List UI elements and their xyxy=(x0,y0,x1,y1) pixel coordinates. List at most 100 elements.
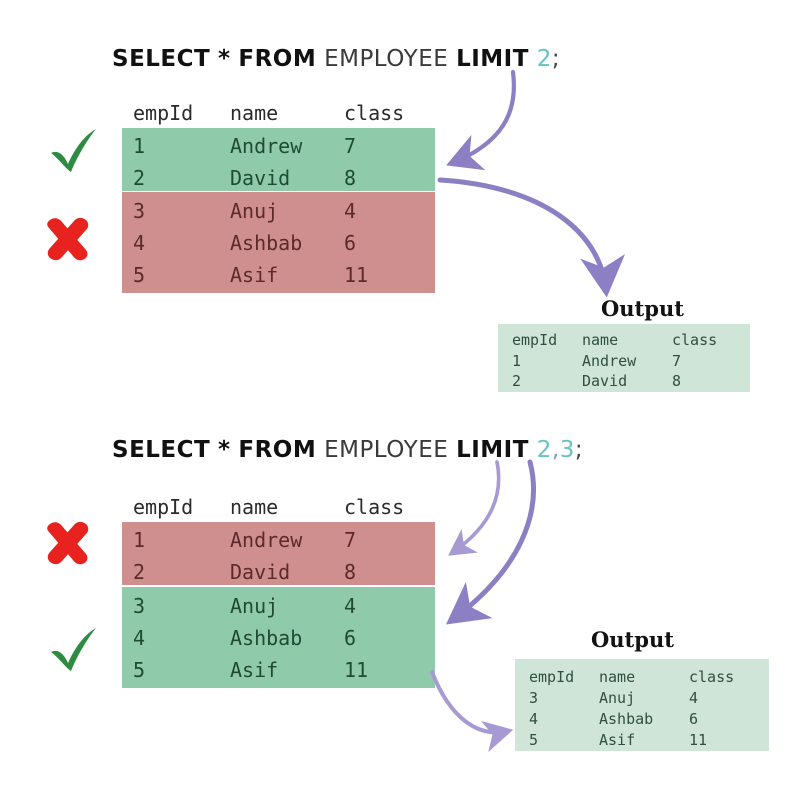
cell-class: 11 xyxy=(344,263,369,287)
table-row: 3 Anuj 4 xyxy=(122,590,435,622)
sql-keyword-select: SELECT xyxy=(112,46,211,72)
cell-empid: 1 xyxy=(133,134,146,158)
output-cell-class: 11 xyxy=(689,730,708,749)
cell-empid: 1 xyxy=(133,528,146,552)
sql-limit-offset: 2 xyxy=(536,437,552,463)
cell-empid: 4 xyxy=(133,626,146,650)
cross-icon xyxy=(44,520,92,570)
column-header-name: name xyxy=(230,101,279,125)
sql-keyword-select: SELECT xyxy=(112,437,211,463)
sql-star: * xyxy=(218,437,231,463)
output-row: 4 Ashbab 6 xyxy=(515,708,769,729)
employee-table-2: empId name class 1 Andrew 7 2 David 8 3 … xyxy=(122,492,435,688)
table-row: 1 Andrew 7 xyxy=(122,130,435,162)
table-header-row: empId name class xyxy=(122,492,435,522)
table-row: 2 David 8 xyxy=(122,162,435,194)
sql-query-2: SELECT * FROM EMPLOYEE LIMIT 2,3; xyxy=(112,437,583,463)
cell-name: David xyxy=(230,166,291,190)
output-cell-class: 6 xyxy=(689,709,699,728)
output-column-header-name: name xyxy=(582,330,619,349)
cell-empid: 2 xyxy=(133,560,146,584)
output-cell-empid: 3 xyxy=(529,688,539,707)
cell-name: Asif xyxy=(230,658,279,682)
output-column-header-class: class xyxy=(672,330,718,349)
arrow-rows-to-output-2 xyxy=(430,670,514,753)
included-band-1 xyxy=(122,128,435,191)
output-header-row: empId name class xyxy=(498,329,750,350)
cell-class: 4 xyxy=(344,594,357,618)
table-row: 3 Anuj 4 xyxy=(122,195,435,227)
column-header-empid: empId xyxy=(133,495,194,519)
cell-class: 11 xyxy=(344,658,369,682)
sql-table-name: EMPLOYEE xyxy=(324,437,449,463)
cell-empid: 4 xyxy=(133,231,146,255)
arrow-rows-to-output-1 xyxy=(437,177,625,298)
cell-name: David xyxy=(230,560,291,584)
cell-empid: 5 xyxy=(133,263,146,287)
column-header-name: name xyxy=(230,495,279,519)
output-row: 5 Asif 11 xyxy=(515,729,769,750)
check-icon xyxy=(46,126,102,182)
arrow-limit-to-rows-1 xyxy=(446,69,516,171)
output-row: 2 David 8 xyxy=(498,370,750,391)
sql-star: * xyxy=(218,46,231,72)
cell-empid: 3 xyxy=(133,594,146,618)
sql-keyword-limit: LIMIT xyxy=(456,437,529,463)
column-header-class: class xyxy=(344,495,405,519)
cell-name: Andrew xyxy=(230,134,303,158)
table-header-row: empId name class xyxy=(122,98,435,128)
output-row: 1 Andrew 7 xyxy=(498,350,750,371)
table-row: 4 Ashbab 6 xyxy=(122,227,435,259)
sql-terminator: ; xyxy=(574,437,584,463)
cell-class: 4 xyxy=(344,199,357,223)
cell-empid: 3 xyxy=(133,199,146,223)
cell-class: 8 xyxy=(344,560,357,584)
included-band-2 xyxy=(122,587,435,688)
table-row: 2 David 8 xyxy=(122,556,435,588)
sql-query-1: SELECT * FROM EMPLOYEE LIMIT 2; xyxy=(112,46,560,72)
output-cell-name: Andrew xyxy=(582,351,637,370)
cell-name: Ashbab xyxy=(230,626,303,650)
table-row: 5 Asif 11 xyxy=(122,259,435,291)
column-header-class: class xyxy=(344,101,405,125)
excluded-band-2 xyxy=(122,522,435,585)
output-table-2: empId name class 3 Anuj 4 4 Ashbab 6 5 A… xyxy=(515,659,769,751)
output-cell-empid: 5 xyxy=(529,730,539,749)
employee-table-1: empId name class 1 Andrew 7 2 David 8 3 … xyxy=(122,98,435,294)
arrow-limit-offset-to-rows-2 xyxy=(448,460,501,556)
cell-name: Ashbab xyxy=(230,231,303,255)
excluded-band-1 xyxy=(122,192,435,293)
sql-limit-comma: , xyxy=(551,437,560,463)
sql-keyword-from: FROM xyxy=(238,437,317,463)
arrow-limit-count-to-rows-2 xyxy=(445,459,536,625)
sql-limit-count: 3 xyxy=(559,437,575,463)
cell-name: Asif xyxy=(230,263,279,287)
output-cell-empid: 1 xyxy=(512,351,522,370)
output-column-header-empid: empId xyxy=(529,667,575,686)
output-column-header-name: name xyxy=(599,667,636,686)
cell-class: 6 xyxy=(344,231,357,255)
output-cell-class: 8 xyxy=(672,371,682,390)
output-title-1: Output xyxy=(601,296,684,321)
check-icon xyxy=(46,625,102,681)
sql-table-name: EMPLOYEE xyxy=(324,46,449,72)
output-cell-name: Anuj xyxy=(599,688,636,707)
sql-terminator: ; xyxy=(551,46,561,72)
cell-empid: 5 xyxy=(133,658,146,682)
cell-name: Anuj xyxy=(230,594,279,618)
cell-empid: 2 xyxy=(133,166,146,190)
cell-class: 7 xyxy=(344,528,357,552)
output-column-header-empid: empId xyxy=(512,330,558,349)
output-title-2: Output xyxy=(591,627,674,652)
output-cell-class: 4 xyxy=(689,688,699,707)
sql-limit-args: 2 xyxy=(536,46,552,72)
cell-class: 6 xyxy=(344,626,357,650)
output-cell-name: David xyxy=(582,371,628,390)
table-row: 4 Ashbab 6 xyxy=(122,622,435,654)
output-cell-name: Ashbab xyxy=(599,709,654,728)
output-cell-name: Asif xyxy=(599,730,636,749)
cell-class: 7 xyxy=(344,134,357,158)
cell-class: 8 xyxy=(344,166,357,190)
table-row: 5 Asif 11 xyxy=(122,654,435,686)
